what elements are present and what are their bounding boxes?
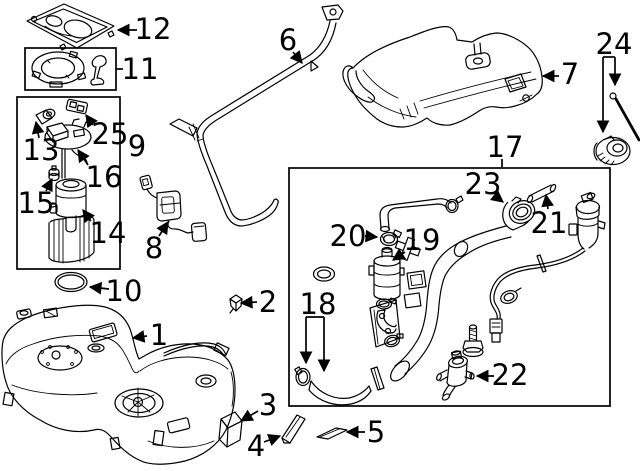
callout-5-label: 5 <box>367 415 385 449</box>
callout-16[interactable]: 16 <box>77 148 123 194</box>
callout-1-label: 1 <box>150 318 168 352</box>
tube-stub-drawing <box>526 183 557 204</box>
callout-3-label: 3 <box>259 388 277 422</box>
clip-drawing <box>229 294 243 314</box>
callout-4-arrow <box>263 434 282 446</box>
callout-15-arrow <box>41 177 53 193</box>
vent-line-drawing <box>489 247 586 343</box>
callout-10[interactable]: 10 <box>88 274 143 308</box>
callout-17[interactable]: 17 <box>487 130 524 167</box>
callout-11-label: 11 <box>122 52 159 86</box>
callout-16-label: 16 <box>86 160 123 194</box>
callout-14-arrow <box>82 208 95 224</box>
filler-assembly-box <box>288 167 611 407</box>
callout-20-arrow <box>364 229 379 243</box>
callout-19-label: 19 <box>404 223 441 257</box>
callout-6-label: 6 <box>279 23 297 57</box>
callout-19[interactable]: 19 <box>391 223 441 261</box>
filler-hose-drawing <box>294 366 385 406</box>
callout-3[interactable]: 3 <box>239 388 277 422</box>
vent-elbow-hose-drawing <box>379 195 464 233</box>
valve-22-drawing <box>436 350 475 401</box>
fuel-pump-drawing <box>49 178 87 219</box>
callout-23-label: 23 <box>465 167 502 201</box>
callout-4-label: 4 <box>247 429 265 463</box>
hose-clamp-drawing <box>379 229 403 247</box>
callout-2-arrow <box>239 295 258 309</box>
callout-14[interactable]: 14 <box>82 208 127 250</box>
callout-16-arrow <box>77 148 90 166</box>
callout-25[interactable]: 25 <box>85 113 129 151</box>
callout-8-label: 8 <box>145 231 163 265</box>
fuel-cap-drawing <box>593 92 640 166</box>
callout-12[interactable]: 12 <box>116 12 172 46</box>
callout-18-label: 18 <box>300 287 337 321</box>
callout-25-arrow <box>85 113 98 129</box>
hose-stub-drawing <box>536 254 547 273</box>
callout-13-label: 13 <box>23 133 60 167</box>
callout-20[interactable]: 20 <box>330 219 379 253</box>
grommet-oval-drawing <box>312 266 336 282</box>
heat-protector-drawing <box>342 26 543 128</box>
callout-7-label: 7 <box>561 57 579 91</box>
callout-4[interactable]: 4 <box>247 429 282 463</box>
callout-15-label: 15 <box>18 186 55 220</box>
callout-10-label: 10 <box>106 274 143 308</box>
callout-2[interactable]: 2 <box>239 285 277 319</box>
callout-13-arrow <box>31 120 45 139</box>
callout-14-label: 14 <box>90 216 127 250</box>
tank-strap-drawing <box>169 4 344 227</box>
callout-8-arrow <box>156 220 169 237</box>
grommet-drawing <box>35 108 56 125</box>
callout-6[interactable]: 6 <box>279 23 303 64</box>
pad-4-drawing <box>281 414 306 444</box>
callout-23-arrow <box>490 189 505 203</box>
callout-1-arrow <box>131 330 148 343</box>
callout-22-label: 22 <box>492 358 529 392</box>
callout-24-label: 24 <box>596 27 633 61</box>
callout-9[interactable]: 9 <box>128 129 146 163</box>
callout-15[interactable]: 15 <box>18 177 55 220</box>
callout-21[interactable]: 21 <box>531 193 568 240</box>
o-ring-drawing <box>54 271 88 293</box>
callout-1[interactable]: 1 <box>131 318 168 352</box>
callout-6-arrow <box>289 50 303 64</box>
filter-drawing <box>48 165 60 182</box>
callout-2-label: 2 <box>259 285 277 319</box>
fuel-tank-drawing <box>1 304 236 465</box>
connector-25-drawing <box>65 98 89 115</box>
callout-17-label: 17 <box>487 130 524 164</box>
lock-ring-box <box>24 47 117 91</box>
pump-plate-drawing <box>26 3 115 51</box>
callout-20-label: 20 <box>330 219 367 253</box>
callout-3-arrow <box>239 409 259 422</box>
leveling-pipe-drawing <box>568 191 606 250</box>
callout-19-arrow <box>391 248 407 261</box>
callout-5[interactable]: 5 <box>345 415 385 449</box>
callout-9-label: 9 <box>128 129 146 163</box>
pad-5-drawing <box>316 427 348 440</box>
filler-inlet-drawing <box>502 196 536 231</box>
callout-23[interactable]: 23 <box>465 167 505 203</box>
callout-24[interactable]: 24 <box>596 27 633 134</box>
bolt-drawing <box>462 324 484 358</box>
callout-13[interactable]: 13 <box>23 120 60 167</box>
callout-7[interactable]: 7 <box>541 57 579 91</box>
callout-22[interactable]: 22 <box>475 358 529 392</box>
callout-10-arrow <box>88 281 110 295</box>
callout-12-label: 12 <box>135 12 172 46</box>
callout-8[interactable]: 8 <box>145 220 169 265</box>
callout-18[interactable]: 18 <box>300 287 337 373</box>
callout-21-label: 21 <box>531 206 568 240</box>
reservoir-cup-drawing <box>48 215 95 264</box>
callout-21-arrow <box>541 193 554 210</box>
callout-11[interactable]: 11 <box>116 52 158 86</box>
callout-25-label: 25 <box>92 117 129 151</box>
